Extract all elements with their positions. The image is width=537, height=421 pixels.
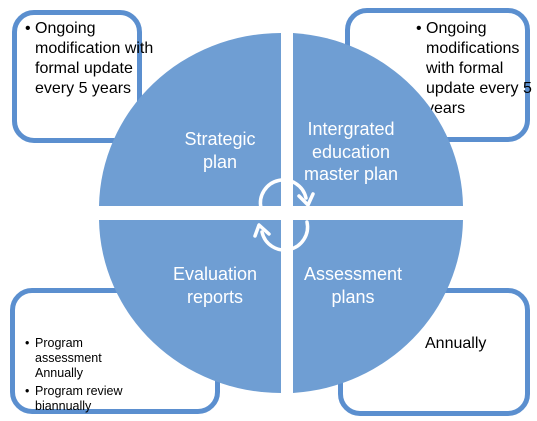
top-left-box-text: Ongoing modification with formal update …: [25, 19, 165, 99]
label-strategic-plan: Strategic plan: [184, 129, 256, 172]
circular-arrows-icon: [253, 178, 315, 252]
label-integrated-education-master-plan: Intergrated education master plan: [303, 119, 399, 184]
quadrant-top-left: [99, 32, 281, 206]
bottom-left-bullet-review: Program review biannually: [25, 384, 145, 414]
top-right-bullet: Ongoing modifications with formal update…: [416, 19, 537, 119]
bottom-right-annually: Annually: [425, 335, 487, 352]
top-right-box-text: Ongoing modifications with formal update…: [416, 19, 537, 119]
quadrant-bottom-left: [99, 220, 281, 393]
top-left-bullet: Ongoing modification with formal update …: [25, 19, 165, 99]
bottom-left-bullet-assessment: Program assessment Annually: [25, 336, 145, 381]
label-evaluation-reports: Evaluation reports: [172, 264, 258, 307]
label-assessment-plans: Assessment plans: [303, 264, 403, 307]
bottom-left-box-text: Program assessment Annually Program revi…: [25, 336, 145, 414]
bottom-right-box-text: Annually: [425, 334, 486, 354]
quadrant-bottom-right: [293, 220, 463, 393]
quadrant-top-right: [293, 33, 463, 206]
